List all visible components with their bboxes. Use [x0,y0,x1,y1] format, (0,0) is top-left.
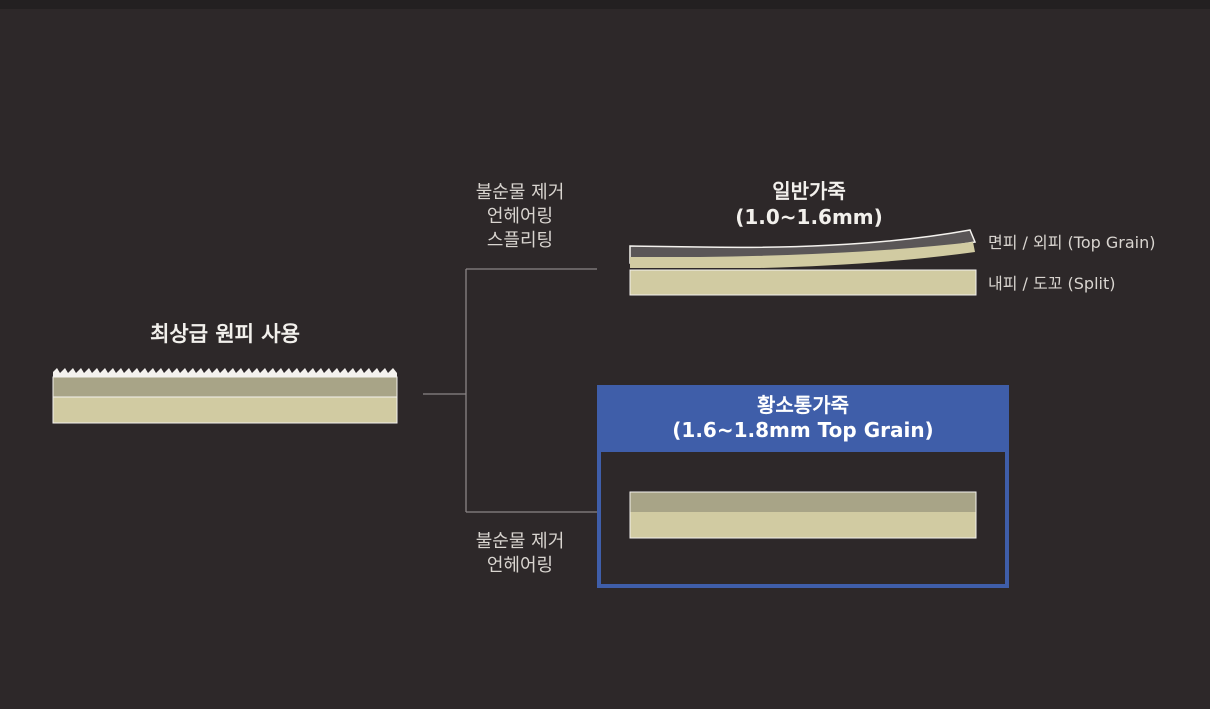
connector-lines [423,268,597,513]
normal-leather-layers [629,229,977,296]
process-bottom-line: 불순물 제거 [475,531,565,552]
premium-leather-name: 황소통가죽 [757,393,849,417]
normal-leather-name: 일반가죽 [772,179,846,203]
hide-grain-layer [53,377,397,397]
source-hide [52,368,398,424]
top-grain-label: 면피 / 외피 (Top Grain) [988,233,1156,252]
process-top-line: 언헤어링 [486,206,554,227]
premium-leather-thickness: (1.6~1.8mm Top Grain) [672,418,934,442]
normal-leather-thickness: (1.0~1.6mm) [735,205,883,229]
normal-leather-title: 일반가죽 (1.0~1.6mm) [709,178,909,230]
top-grain-underside [630,242,975,268]
premium-outline [629,491,977,539]
hide-outline [52,376,398,424]
premium-leather-layers [629,491,977,539]
hide-hair-edge [53,368,397,377]
premium-grain-layer [630,492,976,512]
process-bottom-line: 언헤어링 [486,555,554,576]
premium-leather-title: 황소통가죽 (1.6~1.8mm Top Grain) [597,393,1009,443]
split-label: 내피 / 도꼬 (Split) [988,274,1116,293]
process-top-line: 스플리팅 [486,230,554,251]
hide-split-layer [52,396,398,424]
source-title: 최상급 원피 사용 [150,322,300,346]
premium-split-layer [630,512,976,538]
process-top-label: 불순물 제거 언헤어링 스플리팅 [440,181,600,253]
top-bar [0,0,1210,9]
process-bottom-label: 불순물 제거 언헤어링 [440,530,600,578]
process-top-line: 불순물 제거 [475,182,565,203]
split-layer [629,269,977,296]
